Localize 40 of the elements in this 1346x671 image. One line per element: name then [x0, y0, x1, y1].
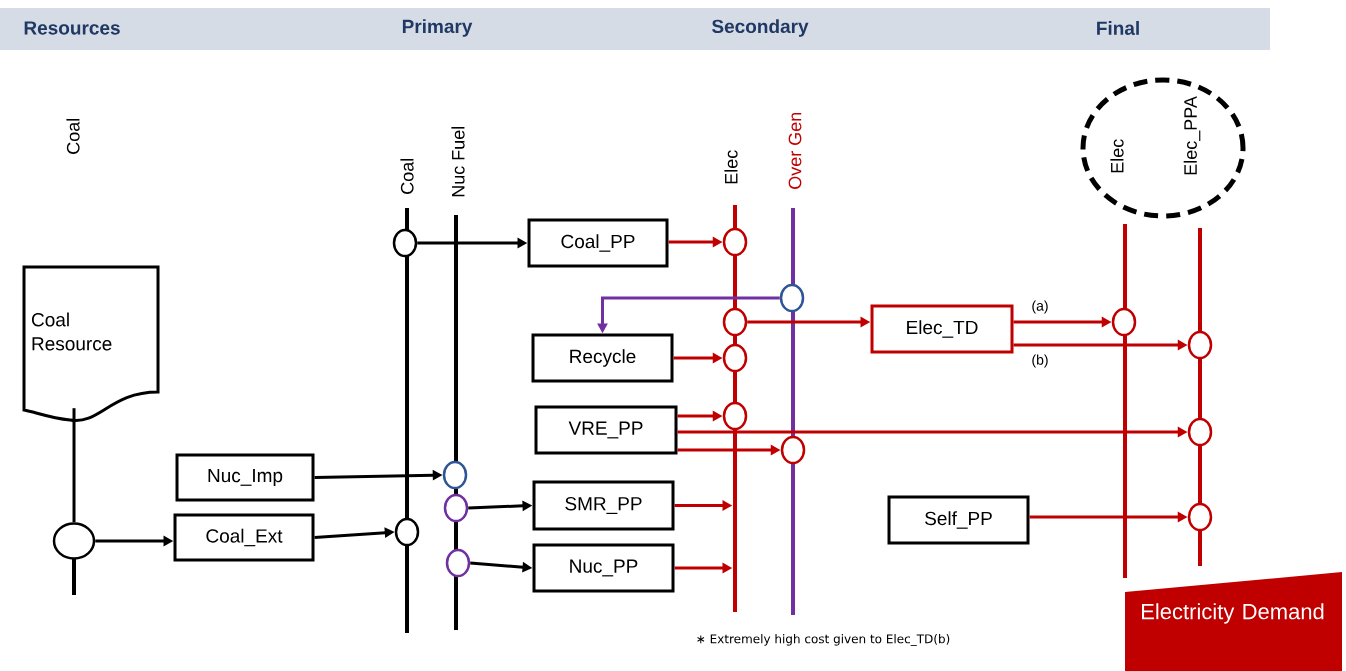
edge-label: (a)	[1030, 299, 1050, 315]
junction-circle	[394, 517, 420, 547]
junction-circle	[1187, 417, 1213, 447]
process-box: Coal_Ext	[173, 513, 315, 562]
junction-circle	[722, 343, 748, 373]
junction-circle	[1187, 502, 1213, 532]
stage-heading: Primary	[402, 19, 473, 37]
junction-circle	[392, 228, 418, 258]
junction-circle	[779, 283, 805, 313]
junction-circle	[1111, 307, 1137, 337]
process-box: Recycle	[531, 333, 674, 383]
stage-heading: Final	[1097, 21, 1139, 35]
junction-circle	[780, 435, 806, 465]
process-box: VRE_PP	[534, 405, 678, 455]
bus-label: Elec_PPA	[1183, 96, 1201, 175]
footnote: ∗ Extremely high cost given to Elec_TD(b)	[697, 634, 950, 646]
bus-label: Coal	[66, 119, 80, 154]
demand-block: Electricity Demand	[1125, 572, 1342, 671]
bus-label: Nuc Fuel	[451, 127, 465, 197]
junction-circle	[722, 227, 748, 257]
bus-label: Elec	[724, 150, 738, 184]
process-box: SMR_PP	[532, 480, 675, 531]
stage-heading: Resources	[24, 21, 120, 35]
process-box: Self_PP	[887, 495, 1030, 545]
junction-circle	[52, 522, 96, 560]
junction-circle	[443, 493, 469, 523]
junction-circle	[442, 460, 468, 490]
junction-circle	[722, 401, 748, 431]
process-box: Coal_PP	[527, 218, 669, 268]
bus-label: Elec	[1110, 139, 1124, 173]
bus-label: Over Gen	[788, 112, 802, 189]
bus-label: Coal	[400, 159, 414, 194]
stage-heading: Secondary	[712, 19, 809, 37]
junction-circle	[1187, 330, 1213, 360]
process-box: Elec_TD	[870, 304, 1014, 354]
junction-circle	[445, 548, 471, 578]
junction-circle	[722, 307, 748, 337]
edge-label: (b)	[1030, 353, 1050, 369]
process-box: Nuc_PP	[532, 543, 675, 593]
process-box: Nuc_Imp	[175, 453, 315, 502]
